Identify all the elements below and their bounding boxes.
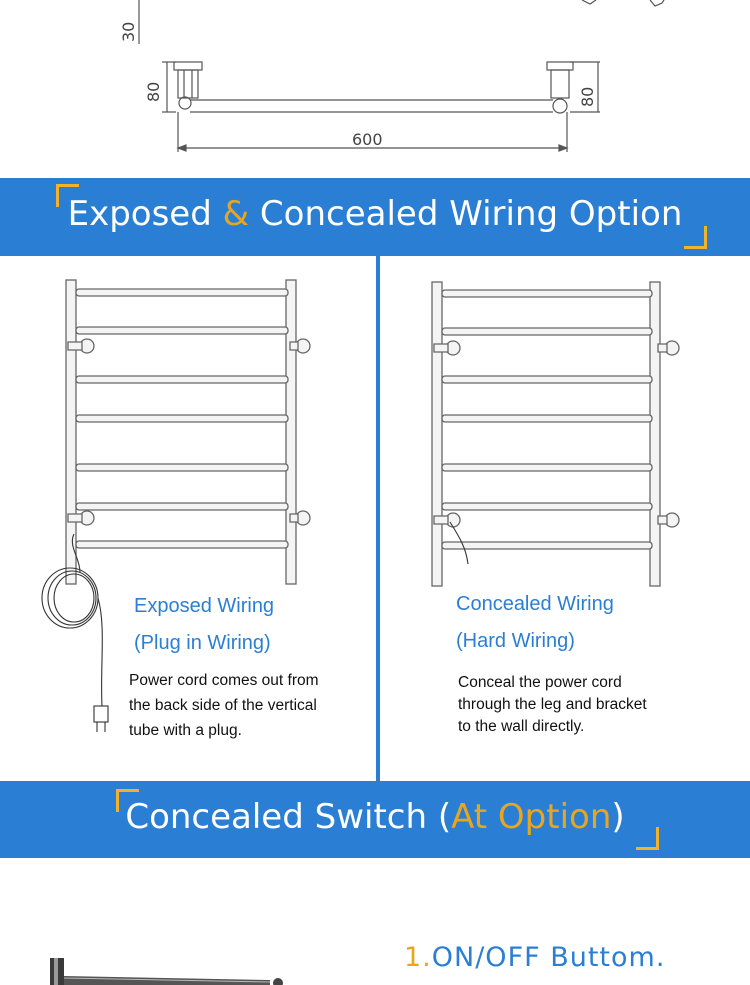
- concealed-wiring-subtitle: (Hard Wiring): [456, 630, 575, 652]
- feature-on-off-button: 1.ON/OFF Buttom.: [404, 942, 666, 973]
- concealed-switch-banner: Concealed Switch (At Option): [0, 781, 750, 858]
- corner-bracket-icon: [56, 184, 79, 207]
- concealed-switch-title: Concealed Switch (At Option): [125, 797, 625, 837]
- switch-rack-photo: [50, 958, 283, 985]
- exposed-wiring-title: Exposed Wiring: [134, 595, 275, 617]
- wiring-option-title: Exposed & Concealed Wiring Option: [67, 194, 683, 234]
- dim-left-label: 80: [144, 82, 163, 102]
- exposed-wiring-description: Power cord comes out from the back side …: [129, 672, 319, 739]
- dim-width-label: 600: [352, 130, 383, 149]
- wiring-option-banner: Exposed & Concealed Wiring Option: [0, 178, 750, 256]
- dim-right-label: 80: [578, 87, 597, 107]
- dimension-drawing: 30 80 80 600: [119, 0, 665, 152]
- exposed-wiring-rack-illustration: [41, 279, 311, 732]
- section-divider: [376, 256, 380, 781]
- corner-bracket-icon: [684, 226, 707, 249]
- dim-top-label: 30: [119, 22, 138, 42]
- concealed-wiring-description: Conceal the power cord through the leg a…: [458, 674, 647, 735]
- exposed-wiring-subtitle: (Plug in Wiring): [134, 632, 271, 654]
- concealed-wiring-rack-illustration: [431, 281, 680, 587]
- corner-bracket-icon: [116, 789, 139, 812]
- concealed-wiring-title: Concealed Wiring: [456, 593, 614, 615]
- corner-bracket-icon: [636, 827, 659, 850]
